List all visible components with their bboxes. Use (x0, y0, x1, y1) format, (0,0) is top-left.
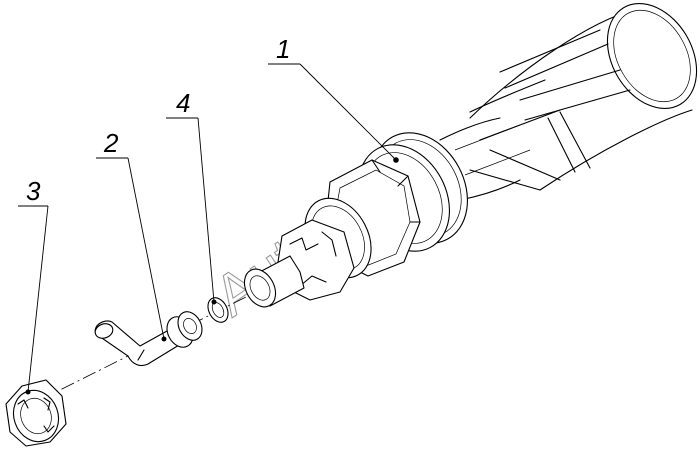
callout-1: 1 (268, 34, 397, 161)
part-1-housing-assembly (243, 2, 698, 308)
callout-2-label: 2 (103, 128, 119, 158)
part-3-castellated-nut (5, 379, 67, 447)
callout-2: 2 (96, 128, 165, 340)
callout-3-label: 3 (26, 176, 41, 206)
callout-4: 4 (166, 88, 215, 303)
part-2-elbow-fitting (94, 311, 203, 367)
callout-3: 3 (18, 176, 49, 393)
callout-4-label: 4 (176, 88, 190, 118)
callout-1-label: 1 (276, 34, 290, 64)
